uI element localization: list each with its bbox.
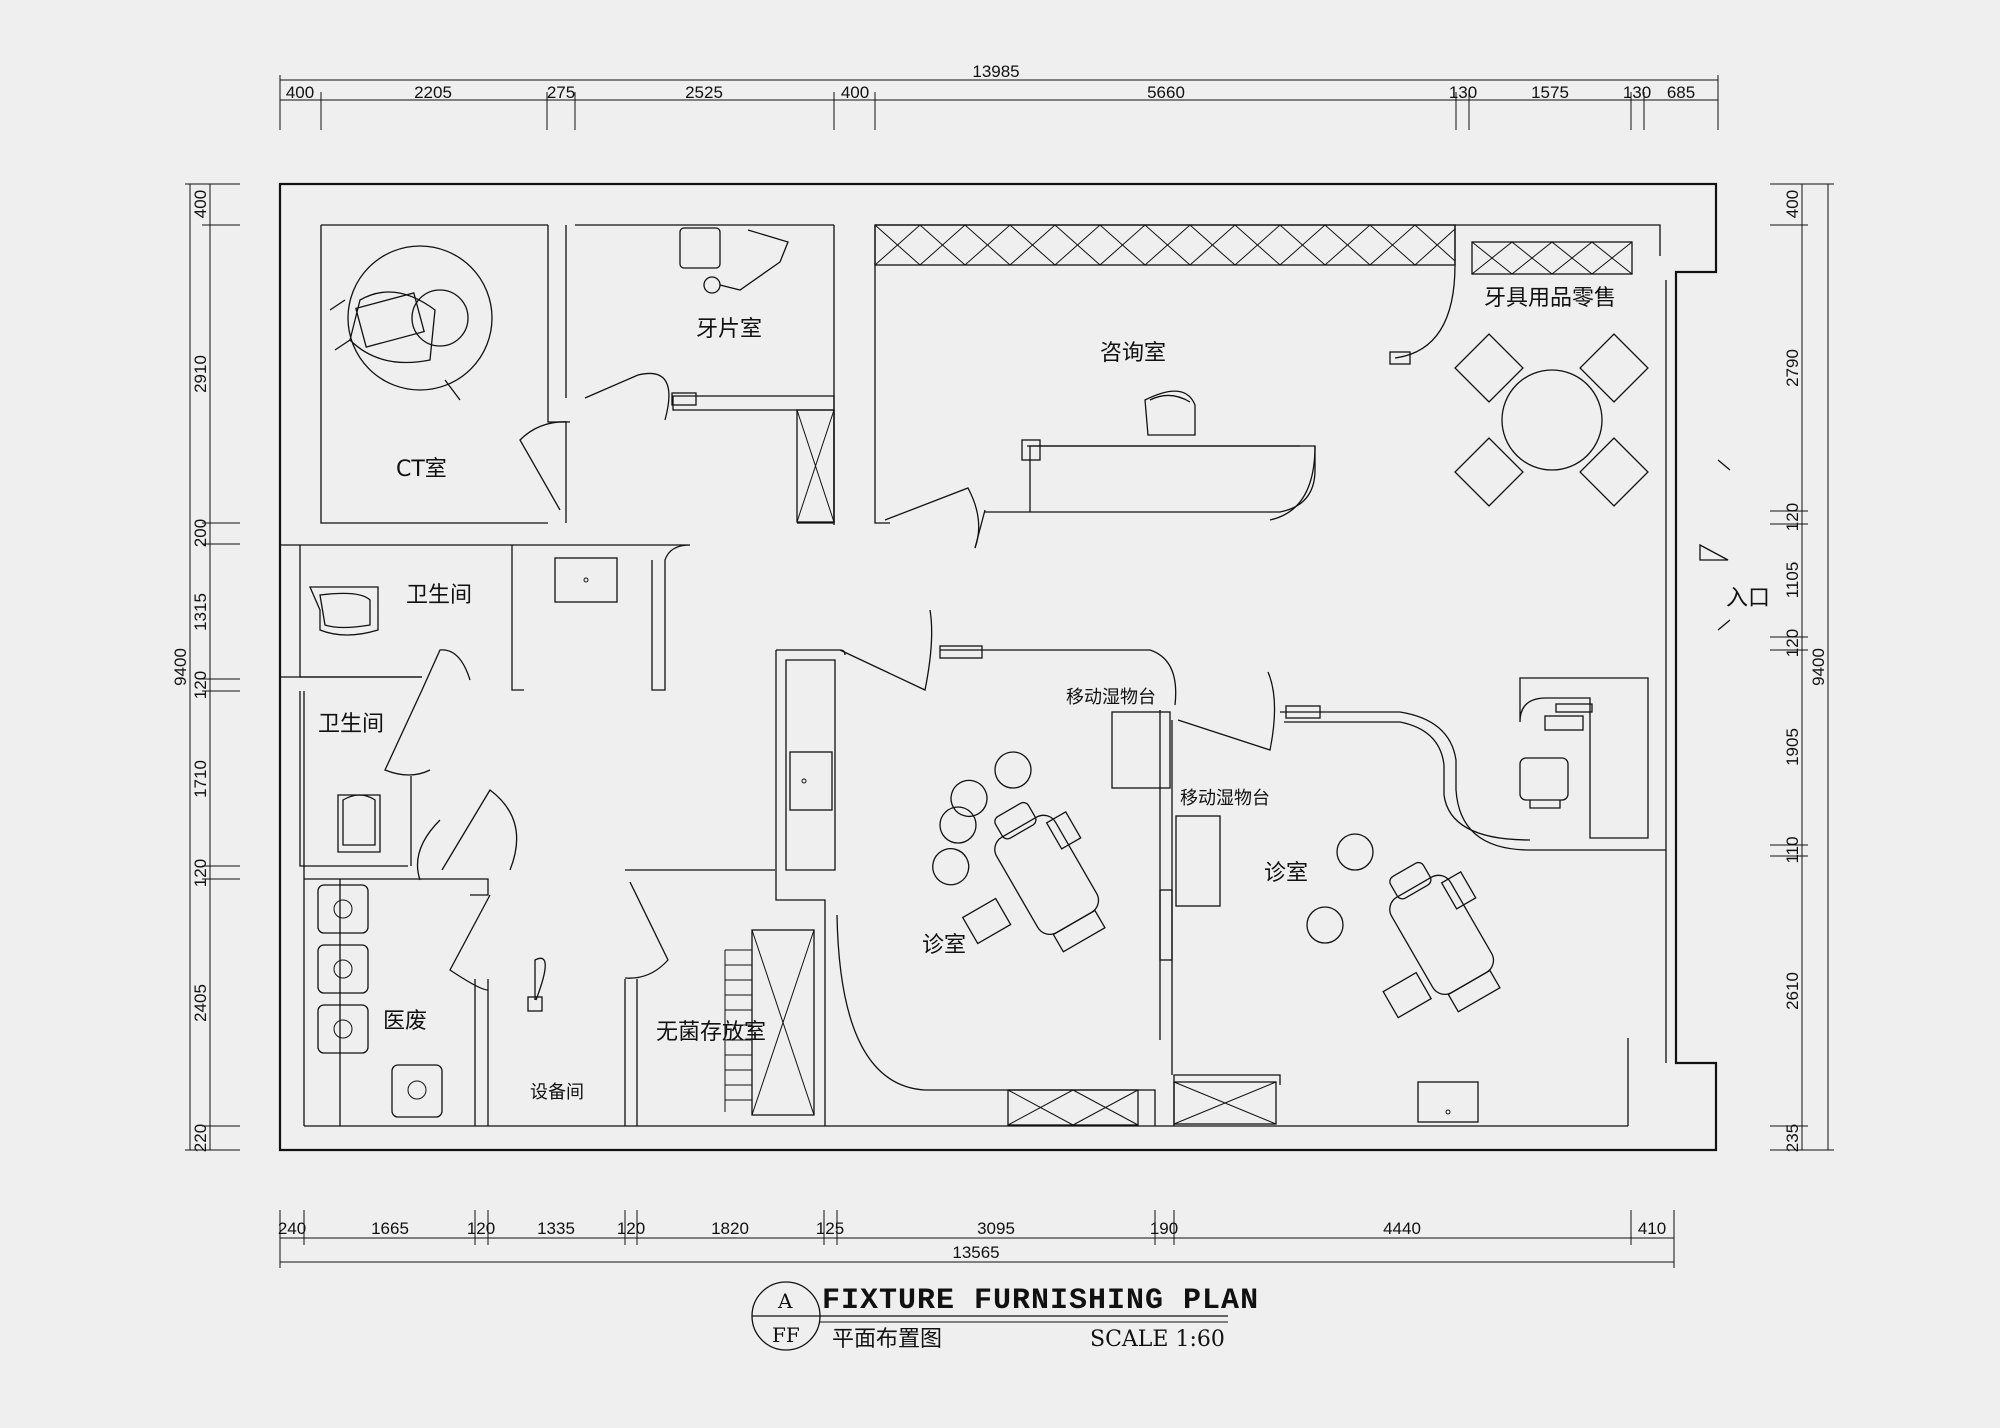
dim-top: 130 [1623, 83, 1651, 102]
dim-bottom: 4440 [1383, 1219, 1421, 1238]
room-labels: CT室 牙片室 咨询室 牙具用品零售 入口 卫生间 卫生间 医废 设备间 无菌存… [318, 286, 1770, 1103]
ct-scanner [329, 245, 493, 401]
room-label-sterile: 无菌存放室 [656, 1020, 766, 1045]
dim-top: 400 [286, 83, 314, 102]
dimension-lines [185, 75, 1834, 1268]
dim-top: 685 [1667, 83, 1695, 102]
toilet-fixtures [309, 586, 381, 853]
title-block: A FF FIXTURE FURNISHING PLAN 平面布置图 SCALE… [751, 1281, 1259, 1352]
dim-bottom: 3095 [977, 1219, 1015, 1238]
room-label-consult: 咨询室 [1100, 341, 1166, 366]
dental-chair-2 [1382, 861, 1501, 1019]
xray-unit [679, 227, 789, 294]
dim-top: 1575 [1531, 83, 1569, 102]
dim-right: 400 [1783, 190, 1802, 218]
plan-subtitle: 平面布置图 [832, 1327, 942, 1352]
fixtures [309, 227, 1731, 1123]
dim-top: 130 [1449, 83, 1477, 102]
dim-bottom: 125 [816, 1219, 844, 1238]
dim-right-total: 9400 [1809, 648, 1828, 686]
title-tag-bottom: FF [772, 1323, 800, 1347]
dim-bottom-total: 13565 [952, 1243, 999, 1262]
dim-top-total: 13985 [972, 62, 1019, 81]
dim-right: 120 [1783, 503, 1802, 531]
room-label-retail: 牙具用品零售 [1484, 286, 1616, 311]
room-label-xray: 牙片室 [696, 317, 762, 342]
dim-left: 200 [191, 519, 210, 547]
dim-top: 400 [841, 83, 869, 102]
dim-bottom: 120 [617, 1219, 645, 1238]
storage-cabinets [724, 224, 1633, 1126]
sinks [554, 557, 1479, 1123]
dim-left: 120 [191, 859, 210, 887]
room-label-equipment: 设备间 [530, 1082, 584, 1103]
dental-chair-1 [932, 779, 1106, 953]
dim-right: 1905 [1783, 728, 1802, 766]
dim-bottom: 1335 [537, 1219, 575, 1238]
dim-top: 5660 [1147, 83, 1185, 102]
dim-bottom: 1820 [711, 1219, 749, 1238]
retail-table [1454, 333, 1649, 507]
dim-bottom: 120 [467, 1219, 495, 1238]
dim-left: 220 [191, 1124, 210, 1152]
room-label-medwaste: 医废 [383, 1009, 427, 1034]
dim-right: 1105 [1783, 562, 1802, 599]
dim-left: 1710 [191, 760, 210, 798]
dim-left-total: 9400 [171, 648, 190, 686]
consult-chair [1144, 390, 1196, 436]
dim-right: 2610 [1783, 972, 1802, 1010]
dim-right: 235 [1783, 1124, 1802, 1152]
room-label-cart1: 移动湿物台 [1066, 687, 1156, 708]
dim-bottom: 190 [1150, 1219, 1178, 1238]
dim-left: 120 [191, 671, 210, 699]
title-tag-top: A [777, 1289, 793, 1313]
dim-top: 2205 [414, 83, 452, 102]
dim-bottom: 1665 [371, 1219, 409, 1238]
mobile-carts [1111, 711, 1221, 961]
room-label-entrance: 入口 [1726, 586, 1770, 611]
room-label-ct: CT室 [396, 457, 447, 482]
dim-left: 400 [191, 190, 210, 218]
dim-top: 275 [547, 83, 575, 102]
dimension-labels: 13985 400 2205 275 2525 400 5660 130 157… [171, 62, 1828, 1262]
doors [384, 351, 1411, 1012]
dim-bottom: 240 [278, 1219, 306, 1238]
room-label-cart2: 移动湿物台 [1180, 788, 1270, 809]
dim-right: 2790 [1783, 349, 1802, 387]
room-label-wc2: 卫生间 [318, 712, 384, 737]
room-label-wc1: 卫生间 [406, 583, 472, 608]
room-label-clinic1: 诊室 [922, 933, 966, 958]
reception-desk-items [1519, 703, 1593, 809]
dim-top: 2525 [685, 83, 723, 102]
waste-bins [317, 884, 443, 1118]
dim-left: 2405 [191, 984, 210, 1022]
dim-bottom: 410 [1638, 1219, 1666, 1238]
dim-left: 1315 [191, 593, 210, 631]
plan-scale: SCALE 1:60 [1090, 1327, 1225, 1352]
room-label-clinic2: 诊室 [1264, 861, 1308, 886]
dim-right: 120 [1783, 629, 1802, 657]
plan-title: FIXTURE FURNISHING PLAN [822, 1284, 1259, 1318]
walls [278, 182, 1718, 1152]
dim-left: 2910 [191, 355, 210, 393]
dim-right: 110 [1783, 836, 1802, 863]
